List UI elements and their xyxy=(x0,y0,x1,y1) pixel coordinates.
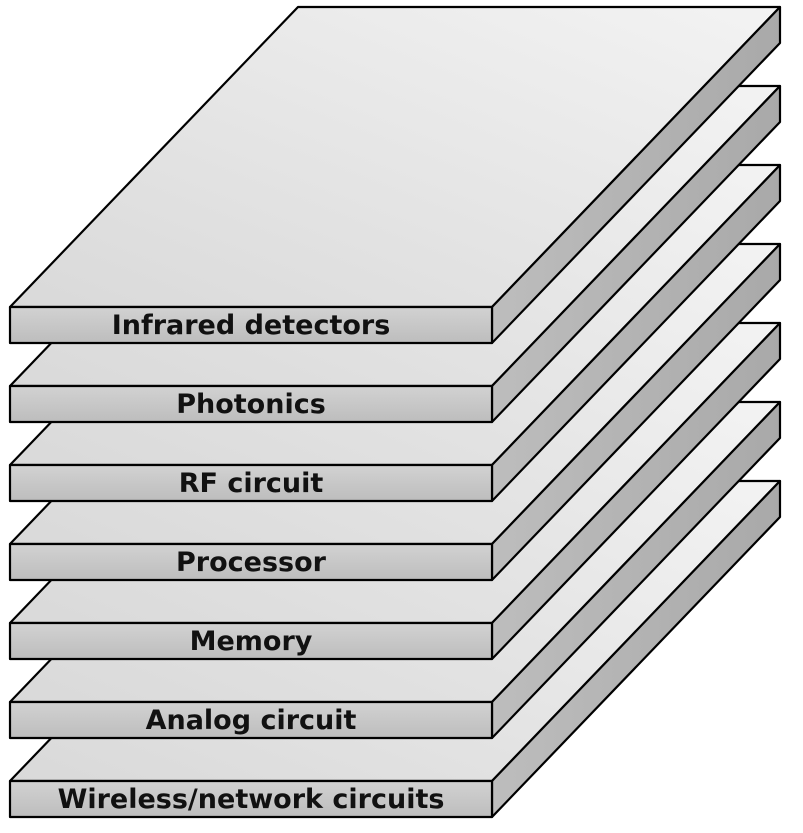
layer-label: Memory xyxy=(190,626,313,657)
layer-label: Photonics xyxy=(176,389,326,420)
layer-label: Wireless/network circuits xyxy=(58,784,445,815)
layer-slab: Infrared detectors xyxy=(8,5,782,345)
layer-front-face xyxy=(8,621,494,661)
layer-front-face xyxy=(8,700,494,740)
layers-group: Wireless/network circuits Analog circuit M… xyxy=(8,5,782,819)
layer-front-face xyxy=(8,305,494,345)
layer-front-face xyxy=(8,779,494,819)
layer-front-face xyxy=(8,384,494,424)
layer-label: Processor xyxy=(176,547,327,578)
layer-label: Infrared detectors xyxy=(112,310,391,341)
layer-label: RF circuit xyxy=(179,468,324,499)
layer-front-face xyxy=(8,542,494,582)
layer-front-face xyxy=(8,463,494,503)
layer-label: Analog circuit xyxy=(146,705,357,736)
